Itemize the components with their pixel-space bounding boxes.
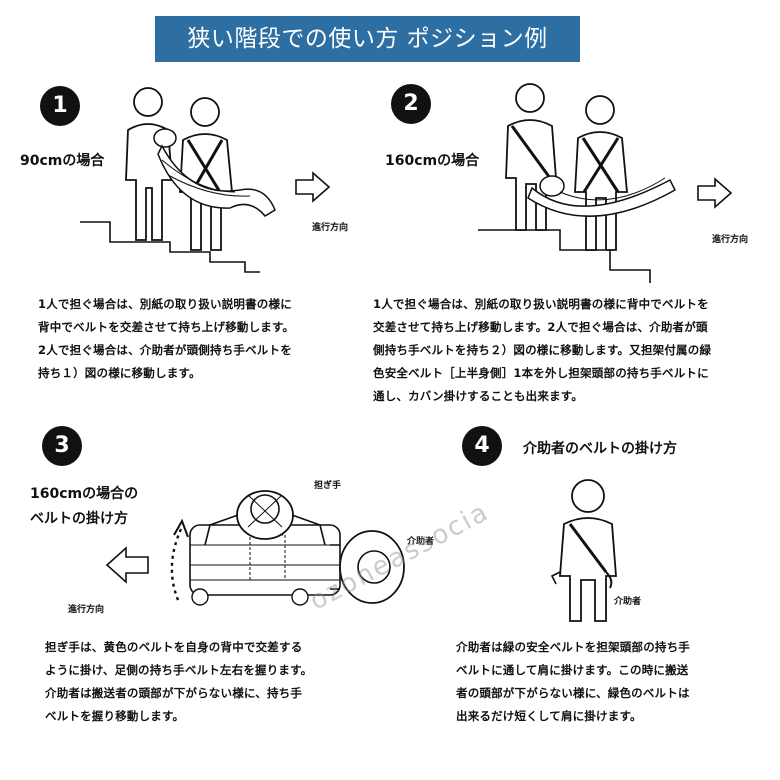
panel3-desc-line: 担ぎ手は、黄色のベルトを自身の背中で交差する — [45, 640, 303, 654]
panel2-description: 1人で担ぐ場合は、別紙の取り扱い説明書の様に背中でベルトを 交差させて持ち上げ移… — [373, 293, 711, 408]
panel2-desc-line: 側持ち手ベルトを持ち２）図の様に移動します。又担架付属の緑 — [373, 343, 712, 357]
panel3-helper-label: 介助者 — [407, 537, 435, 547]
panel1-desc-line: 2人で担ぐ場合は、介助者が頭側持ち手ベルトを — [38, 343, 292, 357]
panel4-desc-line: 介助者は緑の安全ベルトを担架頭部の持ち手 — [456, 640, 690, 654]
panel2-arrow-right-icon — [697, 177, 733, 209]
panel4-desc-line: ベルトに通して肩に掛けます。この時に搬送 — [456, 663, 689, 677]
panel2-case-label: 160cmの場合 — [385, 153, 480, 169]
step-number-4: 4 — [462, 426, 502, 466]
panel4-desc-line: 者の頭部が下がらない様に、緑色のベルトは — [456, 686, 690, 700]
panel3-desc-line: ベルトを握り移動します。 — [45, 709, 185, 723]
page-title: 狭い階段での使い方 ポジション例 — [155, 16, 580, 62]
panel1-direction-label: 進行方向 — [312, 223, 349, 233]
panel3-arrow-left-icon — [105, 546, 149, 584]
step-number-2: 2 — [391, 84, 431, 124]
panel4-helper-illustration — [550, 479, 617, 622]
step-number-3: 3 — [42, 426, 82, 466]
panel1-desc-line: 背中でベルトを交差させて持ち上げ移動します。 — [38, 320, 295, 334]
panel1-case-label: 90cmの場合 — [20, 153, 105, 169]
panel3-case-label-line1: 160cmの場合の — [30, 486, 139, 502]
panel2-desc-line: 通し、カバン掛けすることも出来ます。 — [373, 389, 584, 403]
panel1-arrow-right-icon — [295, 171, 331, 203]
panel4-desc-line: 出来るだけ短くして肩に掛けます。 — [456, 709, 642, 723]
panel2-desc-line: 交差させて持ち上げ移動します。2人で担ぐ場合は、介助者が頭 — [373, 320, 708, 334]
panel1-description: 1人で担ぐ場合は、別紙の取り扱い説明書の様に 背中でベルトを交差させて持ち上げ移… — [38, 293, 294, 385]
panel2-desc-line: 色安全ベルト［上半身側］1本を外し担架頭部の持ち手ベルトに — [373, 366, 709, 380]
panel4-description: 介助者は緑の安全ベルトを担架頭部の持ち手 ベルトに通して肩に掛けます。この時に搬… — [456, 636, 690, 728]
panel3-description: 担ぎ手は、黄色のベルトを自身の背中で交差する ように掛け、足側の持ち手ベルト左右… — [45, 636, 312, 728]
panel2-desc-line: 1人で担ぐ場合は、別紙の取り扱い説明書の様に背中でベルトを — [373, 297, 709, 311]
panel1-desc-line: 持ち１）図の様に移動します。 — [38, 366, 201, 380]
step-number-1: 1 — [40, 86, 80, 126]
panel2-stairs-illustration — [478, 83, 676, 283]
panel1-desc-line: 1人で担ぐ場合は、別紙の取り扱い説明書の様に — [38, 297, 292, 311]
panel4-heading: 介助者のベルトの掛け方 — [523, 441, 677, 457]
panel1-stairs-illustration — [80, 87, 276, 273]
panel3-desc-line: ように掛け、足側の持ち手ベルト左右を握ります。 — [45, 663, 313, 677]
panel2-direction-label: 進行方向 — [712, 235, 749, 245]
panel3-direction-label: 進行方向 — [68, 605, 105, 615]
panel3-desc-line: 介助者は搬送者の頭部が下がらない様に、持ち手 — [45, 686, 303, 700]
panel3-carrier-label: 担ぎ手 — [314, 481, 342, 491]
panel3-top-view-illustration — [170, 490, 405, 606]
panel3-case-label-line2: ベルトの掛け方 — [30, 511, 128, 527]
panel4-helper-label: 介助者 — [614, 597, 642, 607]
